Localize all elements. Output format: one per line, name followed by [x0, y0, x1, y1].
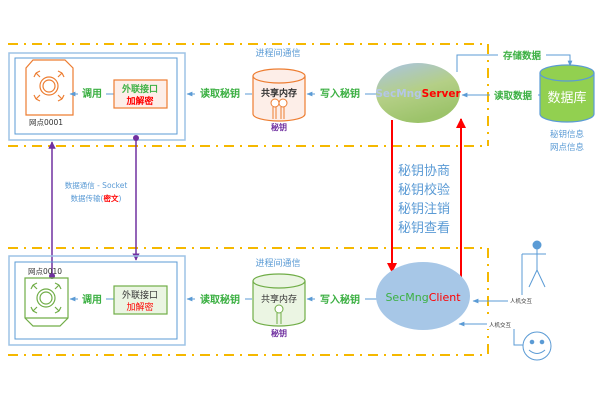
read-data-label: 读取数据 — [494, 90, 533, 102]
hmi-label-1: 人机交互 — [510, 297, 533, 305]
client-label-suffix: Client — [429, 291, 462, 304]
bottom-write-key-label: 写入秘钥 — [320, 293, 360, 306]
key-op-verify: 秘钥校验 — [398, 182, 450, 198]
socket-line1: 数据通信 - Socket — [65, 180, 128, 190]
bottom-interface-line2: 加解密 — [126, 301, 153, 313]
db-info-line2: 网点信息 — [550, 142, 585, 153]
database-label: 数据库 — [547, 90, 586, 106]
key-operations-list: 秘钥协商 秘钥校验 秘钥注销 秘钥查看 — [398, 164, 450, 236]
node-0010-inner-box — [14, 261, 178, 340]
user-stick-figure-icon — [522, 240, 546, 288]
node-0001-outer-box — [8, 52, 186, 141]
top-interface-box — [113, 79, 168, 109]
socket-line2-emph: 密文 — [104, 193, 119, 203]
node-0010-outer-box — [8, 255, 186, 346]
bottom-shared-memory-label: 共享内存 — [261, 293, 297, 305]
key-op-view: 秘钥查看 — [398, 220, 450, 236]
hmi-label-2: 人机交互 — [489, 321, 512, 329]
db-info-line1: 秘钥信息 — [550, 129, 585, 140]
top-shared-memory-cylinder — [252, 68, 306, 122]
top-read-key-label: 读取秘钥 — [200, 87, 240, 100]
node-0010-label: 网点0010 — [28, 267, 62, 276]
bottom-call-label: 调用 — [82, 293, 102, 306]
node-0001-icon — [25, 59, 74, 116]
socket-line2-prefix: 数据传输( — [71, 193, 104, 203]
top-interface-line2: 加解密 — [125, 95, 153, 107]
bottom-interface-box — [113, 285, 168, 315]
store-data-label: 存储数据 — [502, 50, 542, 62]
key-op-negotiate: 秘钥协商 — [398, 164, 450, 179]
top-interface-line1: 外联接口 — [121, 83, 158, 95]
server-label-prefix: SecMng — [375, 88, 421, 100]
key-op-revoke: 秘钥注销 — [398, 202, 450, 217]
bottom-interface-line1: 外联接口 — [122, 289, 158, 301]
bottom-read-key-label: 读取秘钥 — [200, 293, 240, 306]
top-ipc-label: 进程间通信 — [255, 47, 300, 59]
database-cylinder — [539, 64, 595, 123]
node-0001-label: 网点0001 — [29, 118, 63, 127]
top-write-key-label: 写入秘钥 — [320, 87, 360, 100]
secmng-client-node — [376, 262, 470, 330]
bottom-key-label: 秘钥 — [271, 328, 287, 338]
socket-line2: 数据传输(密文) — [71, 193, 122, 203]
hmi-arrow-1 — [472, 254, 523, 304]
socket-line2-suffix: ) — [119, 194, 122, 203]
bottom-key-icon — [274, 304, 284, 324]
secmng-client-label: SecMngClient — [385, 291, 461, 304]
user-smiley-icon — [522, 331, 552, 361]
client-label-prefix: SecMng — [385, 291, 428, 304]
top-key-label: 秘钥 — [271, 122, 287, 132]
top-key-icon — [270, 98, 288, 119]
server-label-suffix: Server — [422, 88, 462, 100]
hmi-arrow-2 — [458, 321, 523, 346]
bottom-ipc-label: 进程间通信 — [255, 257, 300, 269]
secmng-server-node — [376, 63, 460, 123]
top-call-label: 调用 — [82, 87, 102, 100]
top-shared-memory-label: 共享内存 — [261, 87, 297, 99]
node-0001-inner-box — [14, 57, 178, 135]
bottom-shared-memory-cylinder — [252, 273, 306, 327]
node-0010-icon — [24, 277, 69, 327]
secmng-server-label: SecMngServer — [375, 88, 461, 100]
